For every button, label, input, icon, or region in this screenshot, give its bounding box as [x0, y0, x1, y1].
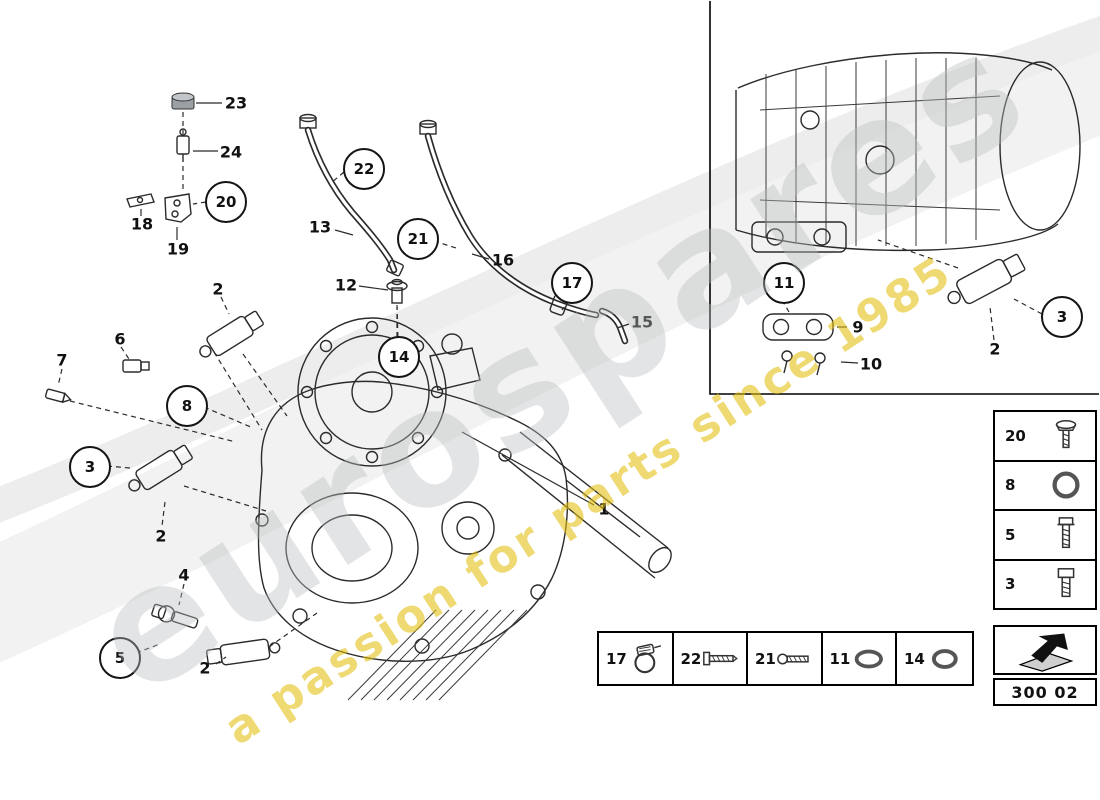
part-label-19: 19 — [166, 239, 190, 259]
bolt-icon — [1057, 516, 1075, 548]
legend-num: 8 — [1005, 476, 1016, 495]
legend-cell-17[interactable]: 17 — [599, 633, 674, 684]
part-label-16: 16 — [491, 250, 515, 270]
sensor-part-2-mid — [128, 444, 193, 492]
sensor-part-2-bottom — [205, 638, 281, 666]
bracket-part-19 — [164, 193, 192, 223]
legend-row-3[interactable]: 3 — [995, 561, 1095, 609]
part-label-6: 6 — [114, 329, 126, 349]
part-label-2-mid: 2 — [155, 526, 167, 546]
legend-cell-21[interactable]: 21 — [748, 633, 823, 684]
part-label-2-bottom: 2 — [199, 658, 211, 678]
sensor-part-2-inset — [947, 253, 1026, 305]
o-ring-icon — [855, 649, 884, 668]
callout-21[interactable]: 21 — [397, 218, 439, 260]
hardware-legend-table: 17 22 21 11 — [597, 631, 974, 686]
part-label-7: 7 — [56, 350, 68, 370]
callout-22[interactable]: 22 — [343, 148, 385, 190]
o-ring-icon — [931, 648, 958, 669]
elbow-part-15 — [598, 307, 629, 345]
legend-cell-11[interactable]: 11 — [823, 633, 897, 684]
bracket-part-18 — [126, 193, 155, 208]
switch-part-6 — [122, 359, 150, 373]
bolt-icon — [1057, 568, 1075, 598]
legend-num: 3 — [1005, 575, 1016, 594]
fitting-part-12 — [386, 278, 408, 304]
part-label-10: 10 — [859, 354, 883, 374]
leader-lines-solid — [140, 102, 859, 506]
part-label-4: 4 — [178, 565, 190, 585]
legend-num: 11 — [829, 649, 851, 668]
diagram-code-box: 300 02 — [993, 678, 1097, 706]
callout-8[interactable]: 8 — [166, 385, 208, 427]
gearbox-drawing — [255, 317, 672, 662]
callout-5[interactable]: 5 — [99, 637, 141, 679]
legend-num: 21 — [755, 649, 776, 668]
legend-cell-22[interactable]: 22 — [674, 633, 748, 684]
part-label-2-inset: 2 — [989, 339, 1001, 359]
screw-icon — [777, 653, 809, 664]
callout-20[interactable]: 20 — [205, 181, 247, 223]
orientation-pictogram-box — [993, 625, 1097, 675]
tube-part-13 — [299, 113, 404, 277]
screw-icon — [1055, 419, 1077, 448]
screw-icon — [703, 651, 739, 665]
legend-row-20[interactable]: 20 — [995, 412, 1095, 462]
screws-part-10 — [781, 350, 826, 376]
o-ring-icon — [1052, 471, 1080, 499]
part-label-9: 9 — [852, 317, 864, 337]
part-label-12: 12 — [334, 275, 358, 295]
fastener-legend-table: 20 8 5 3 — [993, 410, 1097, 610]
hose-clamp-icon — [634, 643, 661, 673]
cap-part-23 — [171, 92, 195, 110]
sensor-part-2-top — [199, 310, 264, 358]
callout-11[interactable]: 11 — [763, 262, 805, 304]
direction-arrow-icon — [1018, 633, 1074, 672]
legend-num: 17 — [606, 649, 627, 668]
legend-row-5[interactable]: 5 — [995, 511, 1095, 561]
legend-num: 14 — [904, 649, 925, 668]
callout-14[interactable]: 14 — [378, 336, 420, 378]
plug-part-7 — [44, 388, 72, 404]
part-label-24: 24 — [219, 142, 243, 162]
legend-num: 20 — [1005, 426, 1026, 445]
part-label-23: 23 — [224, 93, 248, 113]
part-label-1: 1 — [598, 499, 610, 519]
sensor-part-24 — [176, 128, 190, 162]
part-label-18: 18 — [130, 214, 154, 234]
part-label-2-top: 2 — [212, 279, 224, 299]
hatching — [347, 609, 528, 701]
part-label-15: 15 — [630, 312, 654, 332]
callout-3-right[interactable]: 3 — [1041, 296, 1083, 338]
speed-sensor-part-4 — [151, 603, 199, 629]
legend-num: 5 — [1005, 525, 1016, 544]
plate-part-9 — [762, 313, 834, 341]
callout-17[interactable]: 17 — [551, 262, 593, 304]
part-label-13: 13 — [308, 217, 332, 237]
inset-gearbox-drawing — [735, 52, 1081, 253]
inset-frame — [709, 1, 1099, 395]
legend-num: 22 — [680, 649, 702, 668]
legend-row-8[interactable]: 8 — [995, 462, 1095, 511]
diagram-code: 300 02 — [1011, 682, 1079, 702]
callout-3-left[interactable]: 3 — [69, 446, 111, 488]
legend-cell-14[interactable]: 14 — [897, 633, 972, 684]
